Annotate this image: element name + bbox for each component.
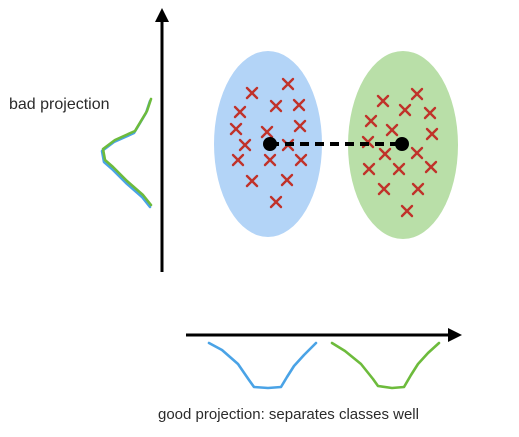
class-a-point bbox=[269, 195, 283, 209]
class-b-point bbox=[377, 182, 391, 196]
class-a-point bbox=[293, 119, 307, 133]
class-a-point bbox=[231, 153, 245, 167]
class-b-point bbox=[398, 103, 412, 117]
class-b-point bbox=[400, 204, 414, 218]
class-a-point bbox=[263, 153, 277, 167]
class-b-points bbox=[361, 87, 439, 218]
class-b-point bbox=[410, 87, 424, 101]
class-a-points bbox=[229, 77, 308, 209]
vertical-axis bbox=[155, 8, 169, 272]
class-a-point bbox=[292, 98, 306, 112]
class-b-point bbox=[411, 182, 425, 196]
class-b-mean bbox=[395, 137, 409, 151]
horizontal-axis-arrowhead bbox=[448, 328, 462, 342]
good-projection-curve-a bbox=[207, 341, 318, 390]
class-a-point bbox=[269, 99, 283, 113]
class-a-point bbox=[281, 77, 295, 91]
bad-projection-label: bad projection bbox=[9, 96, 110, 113]
class-a-point bbox=[229, 122, 243, 136]
class-b-point bbox=[362, 162, 376, 176]
class-a-point bbox=[280, 173, 294, 187]
class-b-point bbox=[378, 147, 392, 161]
class-b-point bbox=[364, 114, 378, 128]
bad-projection-curve-b bbox=[101, 97, 153, 207]
class-b-point bbox=[425, 127, 439, 141]
class-b-point bbox=[376, 94, 390, 108]
class-a-point bbox=[245, 174, 259, 188]
good-projection-curve-b bbox=[330, 341, 441, 390]
class-a-point bbox=[245, 86, 259, 100]
class-a-point bbox=[233, 105, 247, 119]
class-a-mean bbox=[263, 137, 277, 151]
class-a-point bbox=[238, 138, 252, 152]
class-a-point bbox=[260, 125, 274, 139]
class-b-point bbox=[423, 106, 437, 120]
horizontal-axis bbox=[186, 328, 462, 342]
class-b-point bbox=[424, 160, 438, 174]
vertical-axis-arrowhead bbox=[155, 8, 169, 22]
class-b-point bbox=[410, 146, 424, 160]
good-projection-label: good projection: separates classes well bbox=[158, 406, 419, 423]
class-a-point bbox=[294, 153, 308, 167]
class-b-point bbox=[385, 123, 399, 137]
bad-projection-curves bbox=[100, 97, 153, 209]
class-b-point bbox=[392, 162, 406, 176]
